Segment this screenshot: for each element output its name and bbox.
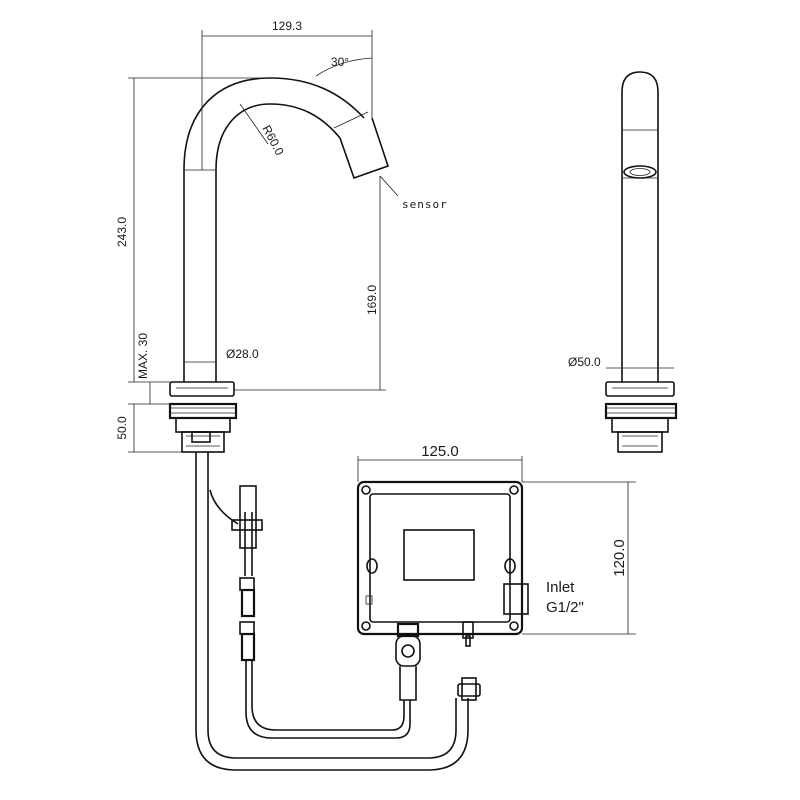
body-diameter-label: Ø28.0 xyxy=(226,347,259,361)
supply-hose xyxy=(195,452,481,771)
inlet-label: Inlet xyxy=(546,579,575,596)
total-height-label: 243.0 xyxy=(115,217,129,247)
faucet-front-view xyxy=(604,71,678,453)
control-box xyxy=(356,480,529,701)
spout-reach-label: 129.3 xyxy=(272,19,302,33)
faucet-side-view xyxy=(168,77,390,453)
inlet-thread-label: G1/2" xyxy=(546,599,584,616)
sensor-cable xyxy=(209,485,411,739)
outlet-height-label: 169.0 xyxy=(365,285,379,315)
spout-angle-label: 30° xyxy=(331,55,349,69)
sensor-label: sensor xyxy=(402,198,448,211)
dimension-lines xyxy=(128,30,674,635)
box-width-label: 125.0 xyxy=(421,443,459,460)
box-height-label: 120.0 xyxy=(611,539,628,577)
base-diameter-label: Ø50.0 xyxy=(568,355,601,369)
bend-radius-label: R60.0 xyxy=(259,123,287,158)
max-deck-label: MAX. 30 xyxy=(136,333,150,379)
shank-length-label: 50.0 xyxy=(115,416,129,440)
